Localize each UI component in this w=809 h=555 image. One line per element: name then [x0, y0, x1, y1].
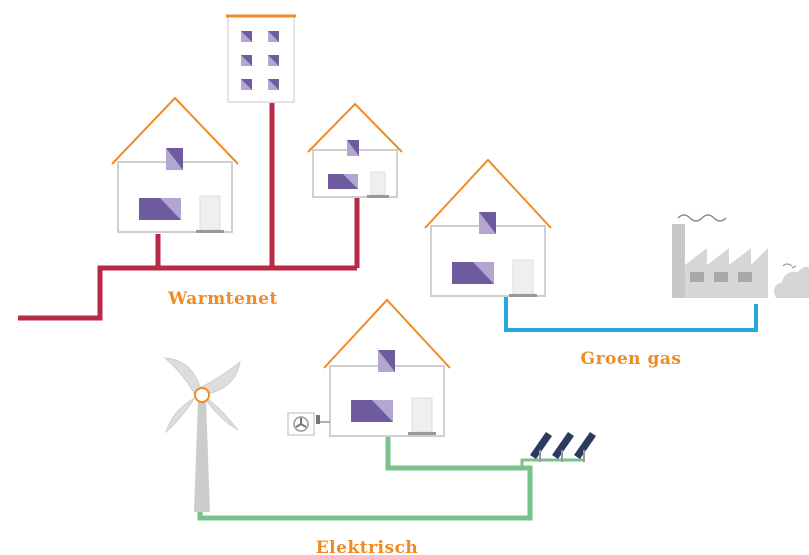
window-wide	[328, 174, 358, 189]
cloud-icon	[774, 263, 809, 298]
solar-panel-icon	[530, 432, 596, 462]
building-windows	[241, 31, 279, 90]
door-step	[408, 432, 436, 435]
label-warmtenet: Warmtenet	[167, 289, 278, 309]
house-right	[424, 158, 552, 297]
elektrisch-house-line	[197, 436, 533, 521]
window-wide	[139, 198, 181, 220]
roof	[323, 298, 451, 369]
heat-pump-icon	[287, 412, 330, 436]
house-left	[111, 96, 239, 233]
chimney	[672, 224, 685, 298]
window-top	[378, 350, 395, 372]
apartment-building-icon	[226, 14, 296, 103]
window-wide	[452, 262, 494, 284]
door-step	[196, 230, 224, 233]
factory-icon	[672, 214, 768, 298]
building-body	[227, 15, 295, 103]
roof	[307, 102, 403, 153]
solar-panel	[574, 432, 596, 462]
warmtenet-network	[18, 103, 360, 321]
door-step	[509, 294, 537, 297]
house-center	[323, 298, 451, 437]
turbine-tower	[194, 400, 210, 512]
window-top	[166, 148, 183, 170]
roof	[424, 158, 552, 229]
elektrisch-network	[197, 436, 584, 521]
door	[370, 171, 386, 196]
house-small	[307, 102, 403, 198]
window-wide	[351, 400, 393, 422]
solar-panel	[530, 432, 552, 462]
door	[512, 259, 534, 295]
window-top	[347, 140, 359, 156]
roof	[111, 96, 239, 165]
solar-panel	[552, 432, 574, 462]
door	[199, 195, 221, 231]
turbine-hub	[194, 387, 210, 403]
label-groen-gas: Groen gas	[581, 349, 682, 369]
fan-icon	[293, 416, 309, 432]
solar-connection-line	[520, 458, 584, 468]
smoke	[677, 214, 727, 222]
door-step	[367, 195, 389, 198]
warmtenet-main-line	[18, 265, 357, 321]
label-elektrisch: Elektrisch	[316, 538, 419, 555]
groen-gas-line	[504, 296, 758, 332]
turbine-blades	[163, 357, 241, 434]
wind-turbine-icon	[163, 357, 241, 512]
door	[411, 397, 433, 433]
window-top	[479, 212, 496, 234]
